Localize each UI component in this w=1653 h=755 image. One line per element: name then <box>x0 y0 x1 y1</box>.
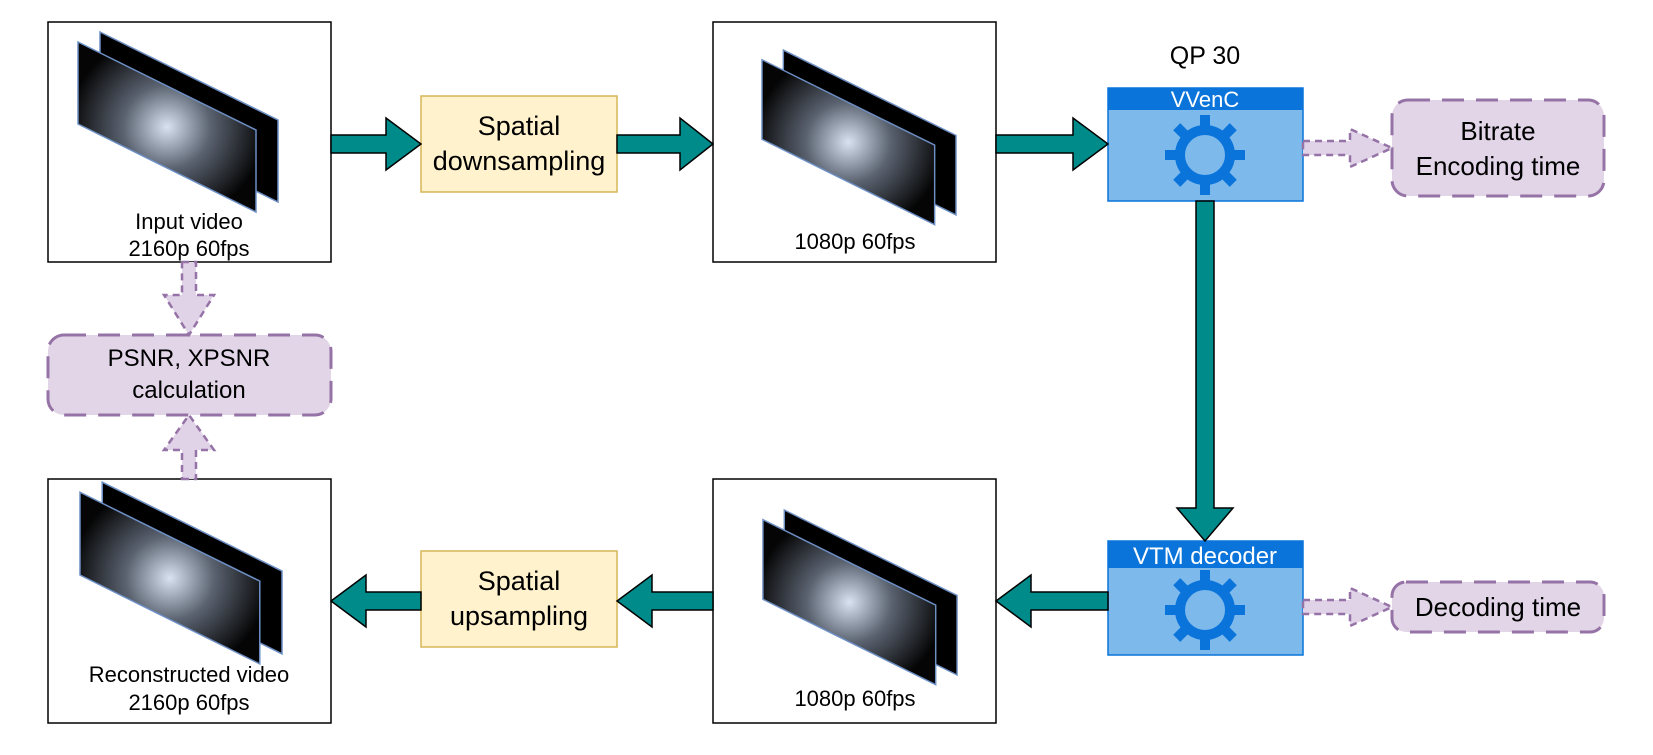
spatial-downsampling-box: Spatial downsampling <box>420 95 618 193</box>
arrow-input-to-downsampling <box>330 116 423 172</box>
arrow-upsampling-to-reconstructed <box>329 573 422 629</box>
gear-icon <box>1165 570 1245 650</box>
qp-label: QP 30 <box>1170 42 1240 70</box>
arrow-input-to-psnr <box>161 260 217 338</box>
reconstructed-video-label: Reconstructed video <box>89 662 290 687</box>
downsampled-video-label: 1080p 60fps <box>794 229 915 254</box>
bitrate-encoding-time-box: Bitrate Encoding time <box>1390 98 1606 198</box>
arrow-vvenc-to-bitrate <box>1301 127 1396 169</box>
arrow-decoder-to-decoding-time <box>1301 586 1396 628</box>
encoding-time-label: Encoding time <box>1416 151 1581 181</box>
decoding-time-box: Decoding time <box>1390 580 1606 634</box>
input-video-label: Input video <box>135 209 243 234</box>
spatial-upsampling-box: Spatial upsampling <box>420 550 618 648</box>
calculation-label: calculation <box>132 377 245 404</box>
arrow-decoder-to-1080p <box>994 573 1109 629</box>
arrow-reconstructed-to-psnr <box>161 412 217 481</box>
vtm-decoder-title: VTM decoder <box>1133 543 1277 570</box>
upsampling-label-line1: Spatial <box>478 566 561 596</box>
reconstructed-video-resolution: 2160p 60fps <box>128 690 249 715</box>
arrow-downsampling-to-1080p <box>616 116 715 172</box>
psnr-xpsnr-box: PSNR, XPSNR calculation <box>46 333 333 417</box>
vvenc-title: VVenC <box>1171 87 1240 112</box>
downsampling-label-line1: Spatial <box>478 111 561 141</box>
reconstructed-video-box: Reconstructed video 2160p 60fps <box>47 478 332 724</box>
decoded-video-label: 1080p 60fps <box>794 686 915 711</box>
decoded-video-box: 1080p 60fps <box>712 478 997 724</box>
bitrate-label: Bitrate <box>1460 116 1535 146</box>
downsampling-label-line2: downsampling <box>433 146 606 176</box>
vtm-decoder-block: VTM decoder <box>1107 540 1304 656</box>
decoding-time-label: Decoding time <box>1415 592 1581 622</box>
downsampled-video-box: 1080p 60fps <box>712 21 997 263</box>
vvenc-encoder-block: VVenC <box>1107 87 1304 202</box>
psnr-xpsnr-label: PSNR, XPSNR <box>108 345 271 372</box>
arrow-vvenc-to-decoder <box>1175 200 1235 543</box>
upsampling-label-line2: upsampling <box>450 601 588 631</box>
input-video-box: Input video 2160p 60fps <box>47 21 332 263</box>
input-video-resolution: 2160p 60fps <box>128 236 249 261</box>
arrow-1080p-to-upsampling <box>615 573 714 629</box>
arrow-1080p-to-vvenc <box>995 116 1110 172</box>
gear-icon <box>1165 115 1245 195</box>
